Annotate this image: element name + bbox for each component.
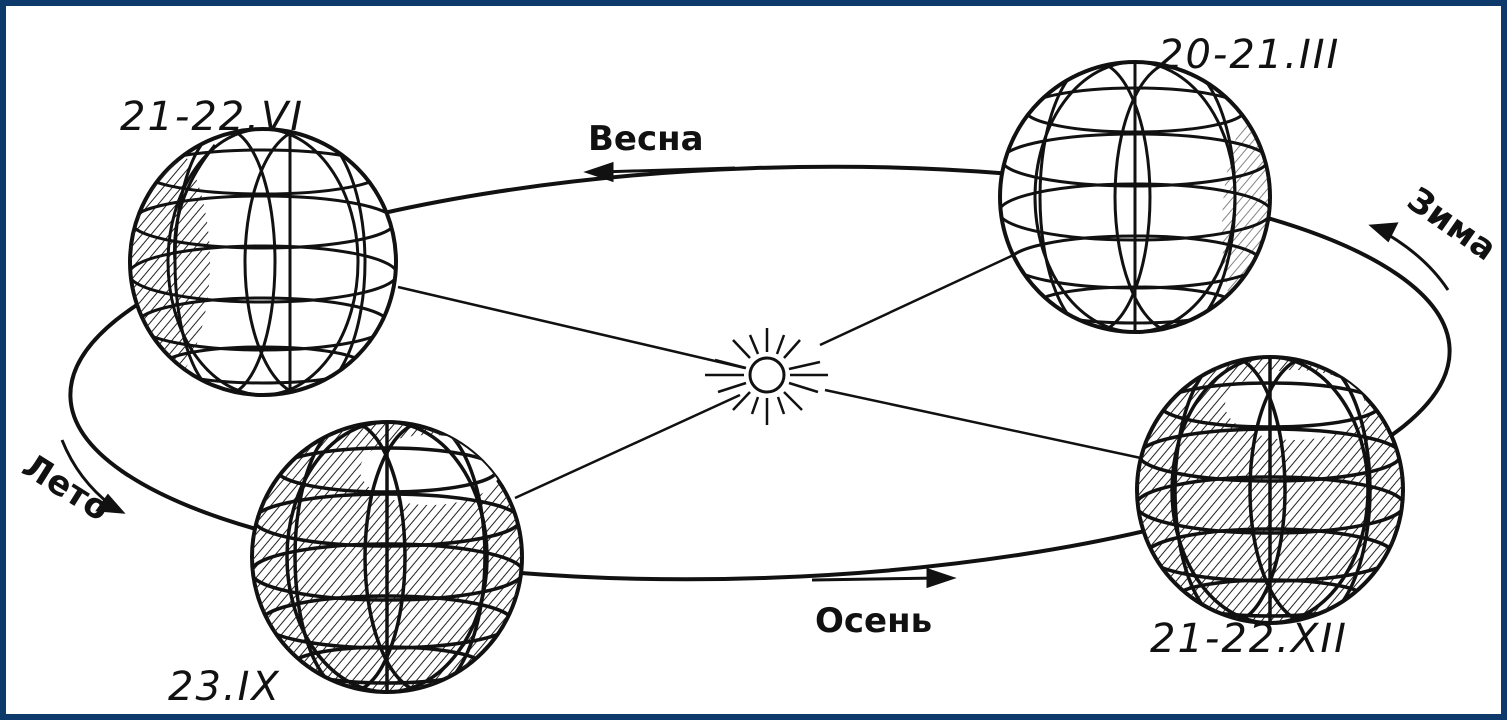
- date-label-spring-equinox: 20-21.III: [1158, 32, 1340, 78]
- date-label-winter-solstice: 21-22.XII: [1150, 616, 1348, 662]
- season-label-spring: Весна: [588, 119, 704, 159]
- date-label-autumn-equinox: 23.IX: [168, 664, 281, 710]
- globe-autumn-equinox: [251, 422, 523, 692]
- date-label-summer-solstice: 21-22.VI: [120, 94, 304, 140]
- season-label-summer: Лето: [15, 446, 116, 530]
- globe-summer-solstice: [70, 122, 397, 402]
- globe-winter-solstice: [1136, 357, 1404, 623]
- season-label-autumn: Осень: [815, 601, 932, 641]
- diagram-frame: 21-22.VI 20-21.III 23.IX 21-22.XII Весна…: [6, 6, 1501, 714]
- sun-icon: [705, 328, 828, 425]
- globe-spring-equinox: [999, 62, 1302, 350]
- orbit-diagram: 21-22.VI 20-21.III 23.IX 21-22.XII Весна…: [6, 6, 1501, 714]
